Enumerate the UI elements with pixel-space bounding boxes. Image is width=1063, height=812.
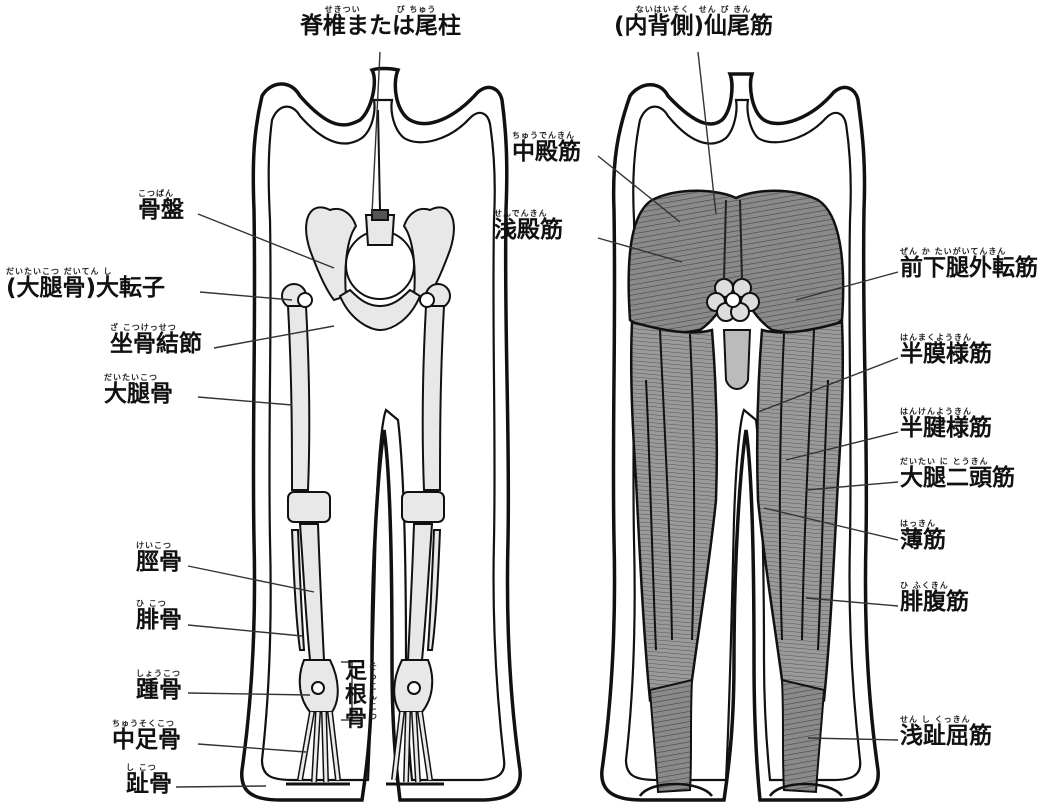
skeleton-figure	[242, 69, 520, 801]
text-ischial-tuberosity: 坐骨結節	[110, 333, 202, 356]
label-greater-trochanter: だいたいこつ だいてん し (大腿骨)大転子	[6, 268, 165, 300]
label-semimembranosus: はんまくようきん 半膜様筋	[900, 334, 992, 366]
label-metatarsals: ちゅうそくこつ 中足骨	[112, 720, 181, 752]
label-pelvis: こつばん 骨盤	[138, 190, 184, 222]
label-gastrocnemius: ひ ふくきん 腓腹筋	[900, 582, 969, 614]
muscle-figure	[602, 74, 878, 800]
label-phalanges: し こつ 趾骨	[126, 764, 172, 796]
text-metatarsals: 中足骨	[112, 729, 181, 752]
label-ischial-tuberosity: ざ こつけっせつ 坐骨結節	[110, 324, 202, 356]
label-gluteus-superficialis: せんでんきん 浅殿筋	[494, 210, 563, 242]
label-gluteus-medius: ちゅうでんきん 中殿筋	[512, 132, 581, 164]
label-abductor-cruris: ぜん か たいがいてんきん 前下腿外転筋	[900, 248, 1038, 280]
text-abductor-cruris: 前下腿外転筋	[900, 257, 1038, 280]
label-biceps-femoris: だいたい に とうきん 大腿二頭筋	[900, 458, 1015, 490]
label-sacrocaudal: ないはいそく せん び きん (内背側)仙尾筋	[614, 6, 773, 38]
text-spine: 脊椎または尾柱	[300, 15, 461, 38]
text-superficial-digital-flexor: 浅趾屈筋	[900, 725, 992, 748]
text-gastrocnemius: 腓腹筋	[900, 591, 969, 614]
label-spine: せきつい び ちゅう 脊椎または尾柱	[300, 6, 461, 38]
text-sacrocaudal: (内背側)仙尾筋	[614, 15, 773, 38]
text-phalanges: 趾骨	[126, 773, 172, 796]
label-femur: だいたいこつ 大腿骨	[104, 374, 173, 406]
label-superficial-digital-flexor: せん し くっきん 浅趾屈筋	[900, 716, 992, 748]
perineum	[724, 330, 750, 389]
text-tibia: 脛骨	[136, 551, 182, 574]
text-gluteus-medius: 中殿筋	[512, 141, 581, 164]
label-semitendinosus: はんけんようきん 半腱様筋	[900, 408, 992, 440]
text-gluteus-superficialis: 浅殿筋	[494, 219, 563, 242]
label-gracilis: はっきん 薄筋	[900, 520, 946, 552]
text-tarsals: 足根骨	[345, 660, 367, 732]
text-greater-trochanter: (大腿骨)大転子	[6, 277, 165, 300]
lower-leg-left	[650, 680, 692, 792]
text-gracilis: 薄筋	[900, 529, 946, 552]
text-semitendinosus: 半腱様筋	[900, 417, 992, 440]
text-calcaneus: 踵骨	[136, 679, 182, 702]
label-calcaneus: しょうこつ 踵骨	[136, 670, 182, 702]
text-fibula: 腓骨	[136, 609, 182, 632]
text-semimembranosus: 半膜様筋	[900, 343, 992, 366]
text-pelvis: 骨盤	[138, 199, 184, 222]
label-tibia: けいこつ 脛骨	[136, 542, 182, 574]
text-femur: 大腿骨	[104, 383, 173, 406]
ruby-tarsals: そっこんこつ	[369, 662, 377, 722]
label-fibula: ひ こつ 腓骨	[136, 600, 182, 632]
lower-leg-right	[782, 680, 824, 792]
text-biceps-femoris: 大腿二頭筋	[900, 467, 1015, 490]
